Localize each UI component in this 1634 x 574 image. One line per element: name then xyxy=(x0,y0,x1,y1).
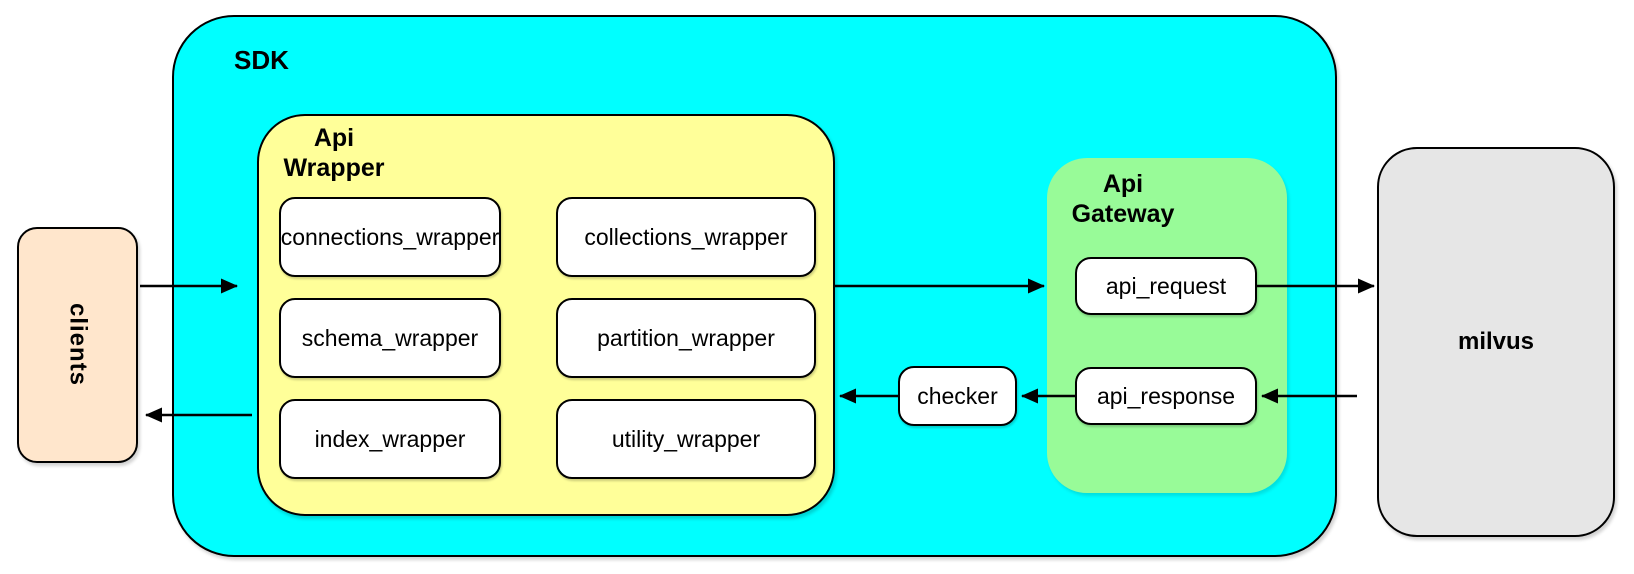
api-wrapper-container: Api Wrapper connections_wrapper collecti… xyxy=(257,114,835,516)
index-wrapper-label: index_wrapper xyxy=(314,425,466,452)
collections-wrapper-node: collections_wrapper xyxy=(556,197,816,277)
api-request-label: api_request xyxy=(1105,272,1227,299)
api-response-node: api_response xyxy=(1075,367,1257,425)
api-wrapper-label: Api Wrapper xyxy=(283,124,385,182)
sdk-label: SDK xyxy=(234,45,289,75)
checker-label: checker xyxy=(917,382,998,409)
api-gateway-label: Api Gateway xyxy=(1071,170,1175,228)
connections-wrapper-node: connections_wrapper xyxy=(279,197,501,277)
partition-wrapper-node: partition_wrapper xyxy=(556,298,816,378)
clients-label: clients xyxy=(64,303,92,387)
schema-wrapper-label: schema_wrapper xyxy=(301,324,479,351)
schema-wrapper-node: schema_wrapper xyxy=(279,298,501,378)
utility-wrapper-node: utility_wrapper xyxy=(556,399,816,479)
api-request-node: api_request xyxy=(1075,257,1257,315)
milvus-node: milvus xyxy=(1377,147,1615,537)
index-wrapper-node: index_wrapper xyxy=(279,399,501,479)
collections-wrapper-label: collections_wrapper xyxy=(584,223,788,250)
api-response-label: api_response xyxy=(1096,382,1236,409)
checker-node: checker xyxy=(898,366,1017,426)
api-gateway-container: Api Gateway api_request api_response xyxy=(1047,158,1287,493)
api-wrapper-grid: connections_wrapper collections_wrapper … xyxy=(279,197,816,479)
milvus-label: milvus xyxy=(1457,328,1535,355)
clients-node: clients xyxy=(17,227,138,463)
connections-wrapper-label: connections_wrapper xyxy=(280,223,500,250)
partition-wrapper-label: partition_wrapper xyxy=(597,324,775,351)
utility-wrapper-label: utility_wrapper xyxy=(611,425,761,452)
